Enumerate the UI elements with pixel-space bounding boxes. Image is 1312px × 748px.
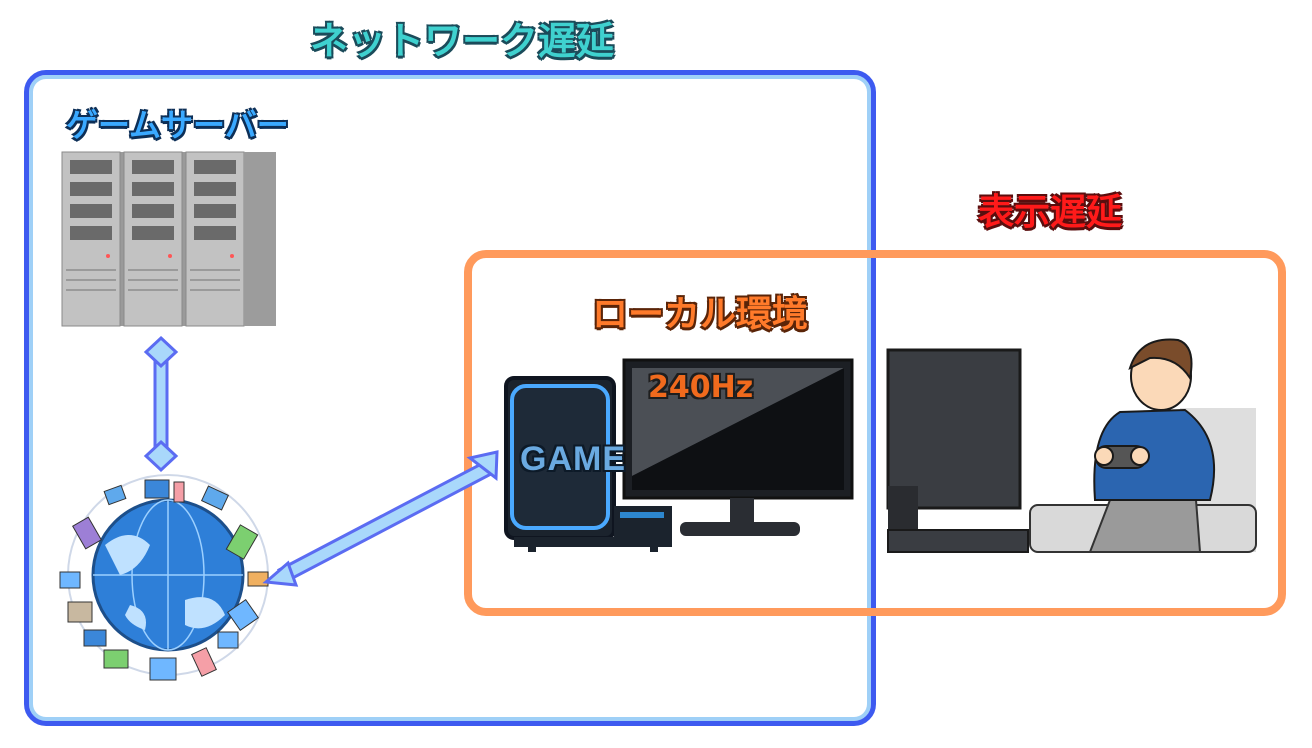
pc-case-label: GAME	[520, 440, 626, 478]
server-globe-connector	[143, 335, 179, 473]
game-server-title: ゲームサーバー	[66, 106, 289, 144]
network-delay-region	[24, 70, 876, 726]
refresh-rate-label: 240Hz	[648, 370, 754, 405]
gamer-person-icon	[1029, 338, 1257, 553]
server-rack-icon	[61, 151, 276, 327]
local-environment-title: ローカル環境	[592, 294, 809, 335]
monitor-icon	[622, 358, 854, 536]
network-delay-title: ネットワーク遅延	[310, 19, 615, 63]
gaming-pc-icon	[504, 376, 672, 552]
globe-pc-connector	[262, 450, 499, 587]
globe-network-icon	[59, 474, 269, 681]
display-delay-region	[464, 250, 1286, 616]
tv-icon	[886, 348, 1029, 553]
display-delay-title: 表示遅延	[978, 192, 1123, 233]
